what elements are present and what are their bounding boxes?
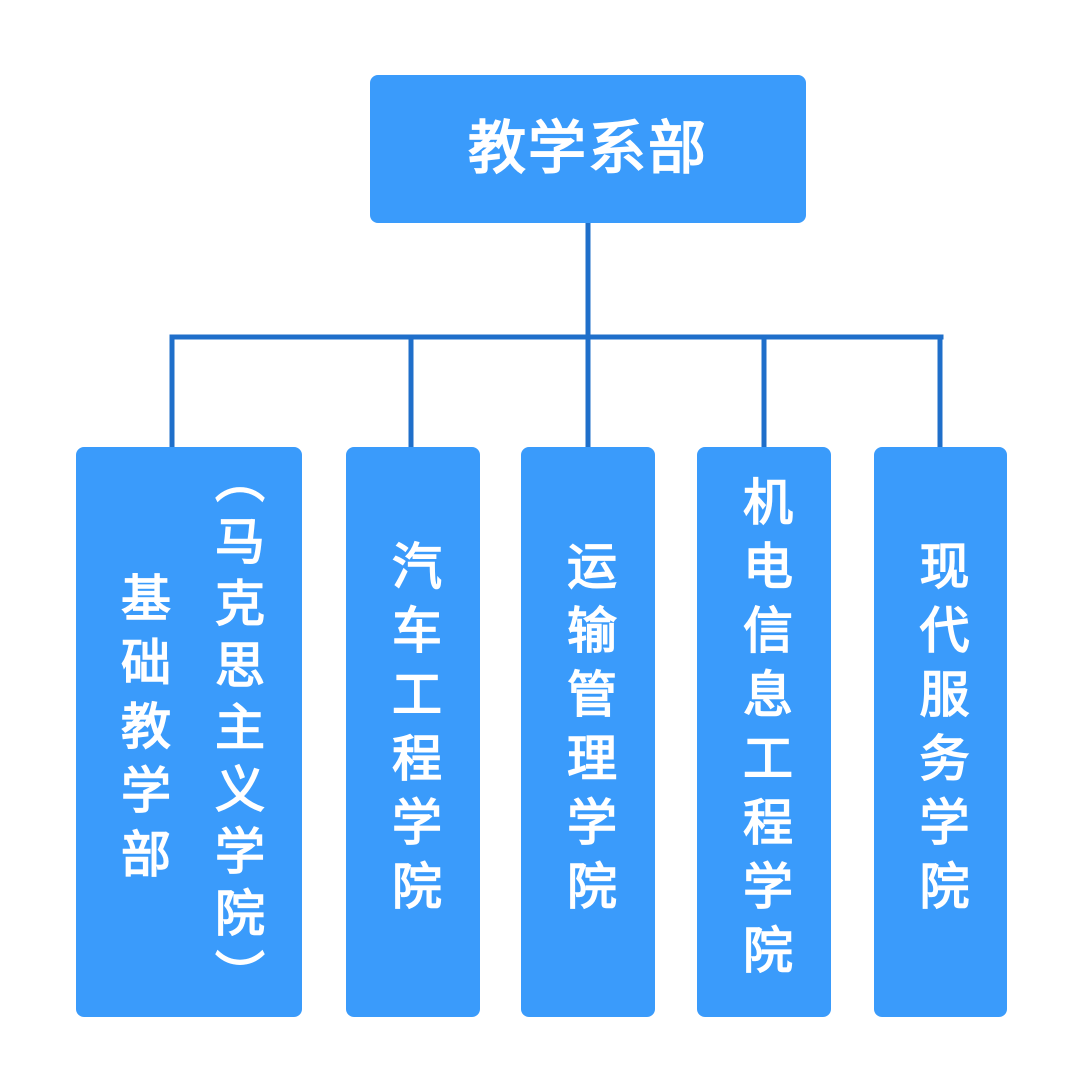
- node-transport-management: 运输管理学院: [521, 447, 655, 1017]
- node-basic-teaching-sublabel: （马克思主义学院）: [208, 453, 264, 1011]
- node-electromechanical-info-label: 机电信息工程学院: [736, 476, 792, 988]
- node-automotive-engineering: 汽车工程学院: [346, 447, 480, 1017]
- node-modern-service-label: 现代服务学院: [912, 540, 969, 924]
- node-root: 教学系部: [370, 75, 806, 223]
- node-electromechanical-info: 机电信息工程学院: [697, 447, 831, 1017]
- node-modern-service: 现代服务学院: [874, 447, 1007, 1017]
- node-root-label: 教学系部: [467, 116, 708, 181]
- node-transport-management-label: 运输管理学院: [560, 540, 616, 924]
- node-basic-teaching: 基础教学部 （马克思主义学院）: [76, 447, 302, 1017]
- node-basic-teaching-label: 基础教学部: [114, 572, 170, 892]
- node-automotive-engineering-label: 汽车工程学院: [385, 540, 441, 924]
